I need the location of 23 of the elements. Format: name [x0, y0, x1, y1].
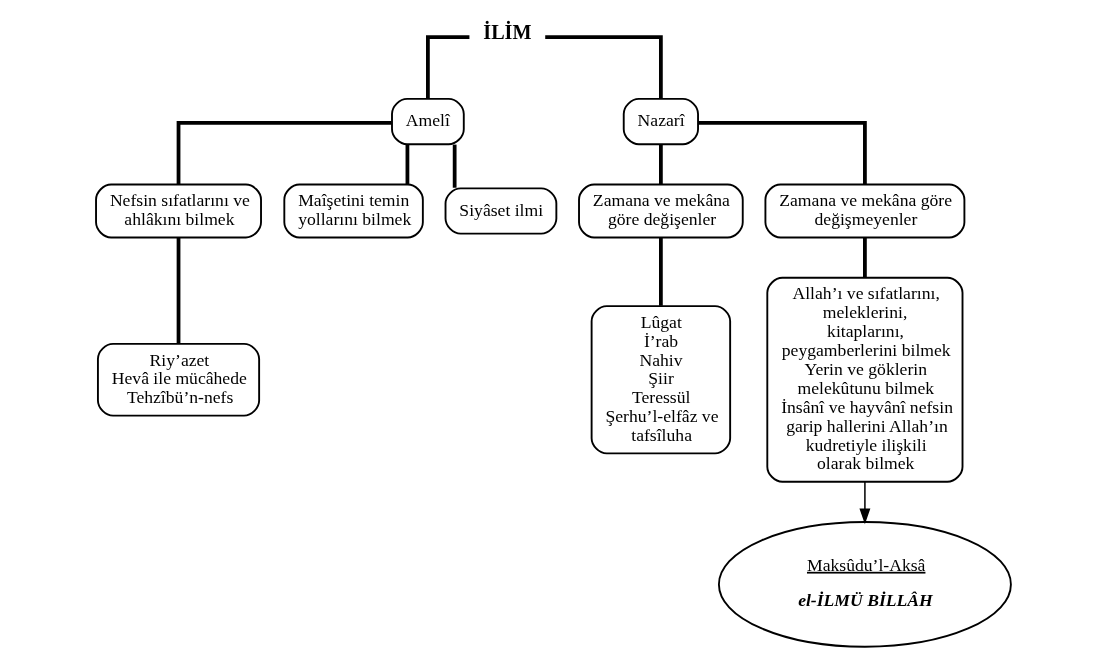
connector [658, 237, 663, 306]
node-box: Lûgat İ’rab Nahiv Şiir Teressül Şerhu’l-elfâz ve tafsîluha [590, 305, 731, 455]
connector [697, 120, 867, 185]
connector [425, 35, 469, 99]
connector [452, 144, 457, 188]
node-box: Allah’ı ve sıfatlarını, meleklerini, kitaplarını, peygamberlerini bilmek Yerin ve göklerin melekûtunu bilmek İnsânî ve hayvânî nefsin garip hallerini Allah’ın kudretiyle ilişkili olarak bilmek [765, 276, 963, 483]
arrow [858, 481, 870, 525]
node-box: Zamana ve mekâna göre değişenler [577, 183, 744, 239]
node-box: Zamana ve mekâna göre değişmeyenler [763, 183, 965, 239]
node-text: İLİM [482, 21, 531, 44]
connector [862, 237, 867, 278]
node-box: Maîşetini temin yollarını bilmek [282, 183, 424, 239]
node-box: Nazarî [622, 97, 699, 146]
node-box: Nefsin sıfatlarını ve ahlâkını bilmek [94, 183, 262, 239]
node-box: Amelî [390, 97, 465, 146]
connector [405, 144, 409, 185]
connector [544, 35, 663, 99]
node-ellipse: Maksûdu’l-Aksâ el-İLMÜ BİLLÂH [717, 521, 1012, 648]
node-box: Siyâset ilmi [444, 187, 557, 235]
connector [176, 237, 180, 344]
connector [176, 120, 392, 185]
node-box: Riy’azet Hevâ ile mücâhede Tehzîbü’n-nefs [96, 342, 260, 417]
connector [658, 144, 663, 185]
